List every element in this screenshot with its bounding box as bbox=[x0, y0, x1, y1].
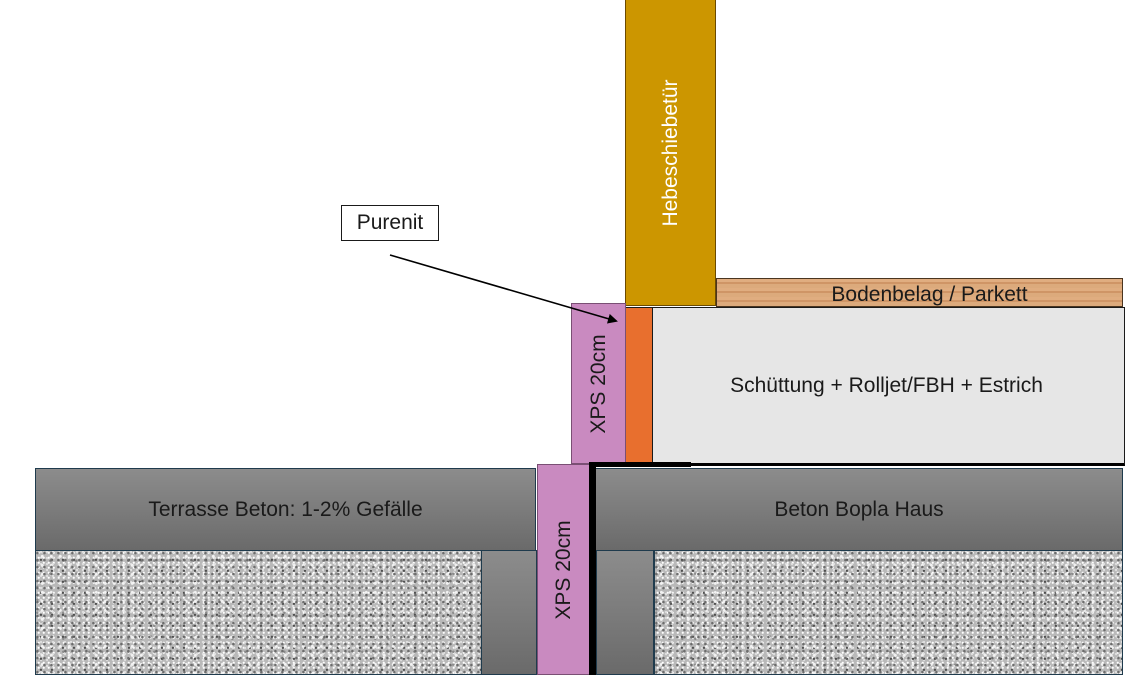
footing-left bbox=[481, 550, 537, 675]
callout-arrow-line bbox=[389, 254, 618, 324]
purenit-callout: Purenit bbox=[341, 205, 439, 241]
house-slab-label: Beton Bopla Haus bbox=[774, 497, 944, 521]
floor-covering-layer: Bodenbelag / Parkett bbox=[716, 278, 1123, 307]
terrace-label: Terrasse Beton: 1-2% Gefälle bbox=[148, 497, 423, 521]
house-slab: Beton Bopla Haus bbox=[595, 468, 1123, 551]
screed-layer: Schüttung + Rolljet/FBH + Estrich bbox=[652, 307, 1125, 466]
sealing-line-vertical bbox=[589, 464, 596, 675]
gravel-right bbox=[654, 550, 1123, 675]
footing-right bbox=[596, 550, 654, 675]
door-frame: Hebeschiebetür bbox=[625, 0, 716, 306]
sealing-line-top bbox=[589, 462, 691, 467]
screed-label: Schüttung + Rolljet/FBH + Estrich bbox=[730, 373, 1043, 397]
xps-upper: XPS 20cm bbox=[571, 303, 626, 464]
purenit-label: Purenit bbox=[356, 211, 424, 234]
gravel-left bbox=[35, 550, 482, 675]
floor-covering-label: Bodenbelag / Parkett bbox=[831, 282, 1028, 306]
